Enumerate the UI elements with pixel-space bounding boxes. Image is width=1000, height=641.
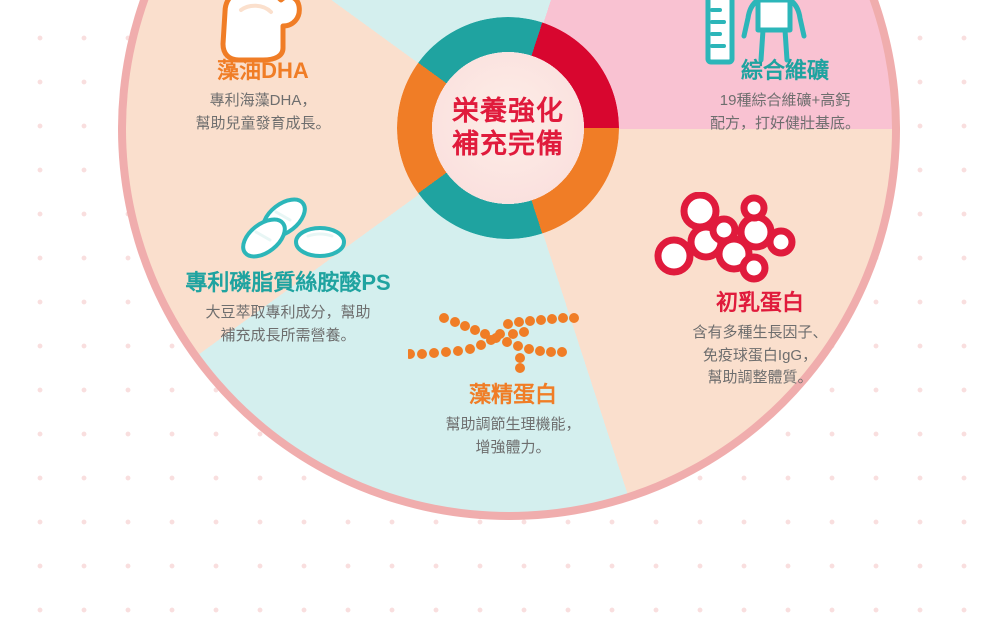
- height-ruler-child-icon: [700, 0, 820, 71]
- sector-colostrum-title: 初乳蛋白: [715, 290, 804, 315]
- sector-multivitamin: 綜合維礦 19種綜合維礦+高鈣 配方，打好健壯基底。: [660, 58, 910, 135]
- desc-line: 專利海藻DHA，: [209, 92, 317, 110]
- center-donut-ring: 栄養強化 補充完備: [397, 17, 619, 239]
- desc-line: 含有多種生長因子、: [692, 324, 828, 342]
- sector-dha: 藻油DHA 專利海藻DHA， 幫助兒童發育成長。: [118, 58, 408, 135]
- desc-line: 幫助兒童發育成長。: [195, 114, 331, 132]
- desc-line: 19種綜合維礦+高鈣: [719, 92, 851, 110]
- sector-algae-protein-title: 藻精蛋白: [468, 382, 557, 407]
- desc-line: 大豆萃取專利成分，幫助: [205, 304, 371, 322]
- sector-algae-protein-description: 幫助調節生理機能， 增強體力。: [388, 414, 638, 459]
- desc-line: 增強體力。: [475, 438, 551, 456]
- sector-multivitamin-description: 19種綜合維礦+高鈣 配方，打好健壯基底。: [660, 90, 910, 135]
- sector-phosphatidylserine: 專利磷脂質絲胺酸PS 大豆萃取專利成分，幫助 補充成長所需營養。: [138, 270, 438, 347]
- center-title-line1: 栄養強化: [452, 96, 564, 127]
- desc-line: 配方，打好健壯基底。: [709, 114, 860, 132]
- spirulina-strand-icon: [405, 298, 592, 389]
- desc-line: 幫助調整體質。: [707, 369, 813, 387]
- muscle-arm-icon: [205, 0, 315, 71]
- desc-line: 免疫球蛋白IgG，: [702, 346, 818, 364]
- center-title-line2: 補充完備: [452, 129, 564, 159]
- sector-algae-protein: 藻精蛋白 幫助調節生理機能， 增強體力。: [388, 382, 638, 459]
- sector-multivitamin-title: 綜合維礦: [740, 58, 829, 83]
- desc-line: 幫助調節生理機能，: [445, 416, 581, 434]
- desc-line: 補充成長所需營養。: [220, 326, 356, 344]
- softgel-capsule-icon: [236, 196, 352, 271]
- sector-colostrum: 初乳蛋白 含有多種生長因子、 免疫球蛋白IgG， 幫助調整體質。: [630, 290, 890, 390]
- sector-dha-title: 藻油DHA: [217, 58, 309, 83]
- center-hub: 栄養強化 補充完備: [432, 52, 584, 204]
- sector-colostrum-description: 含有多種生長因子、 免疫球蛋白IgG， 幫助調整體質。: [630, 322, 890, 390]
- sector-phosphatidylserine-title: 專利磷脂質絲胺酸PS: [185, 270, 391, 295]
- sector-phosphatidylserine-description: 大豆萃取專利成分，幫助 補充成長所需營養。: [138, 302, 438, 347]
- sector-dha-description: 專利海藻DHA， 幫助兒童發育成長。: [118, 90, 408, 135]
- molecule-icon: [644, 191, 796, 289]
